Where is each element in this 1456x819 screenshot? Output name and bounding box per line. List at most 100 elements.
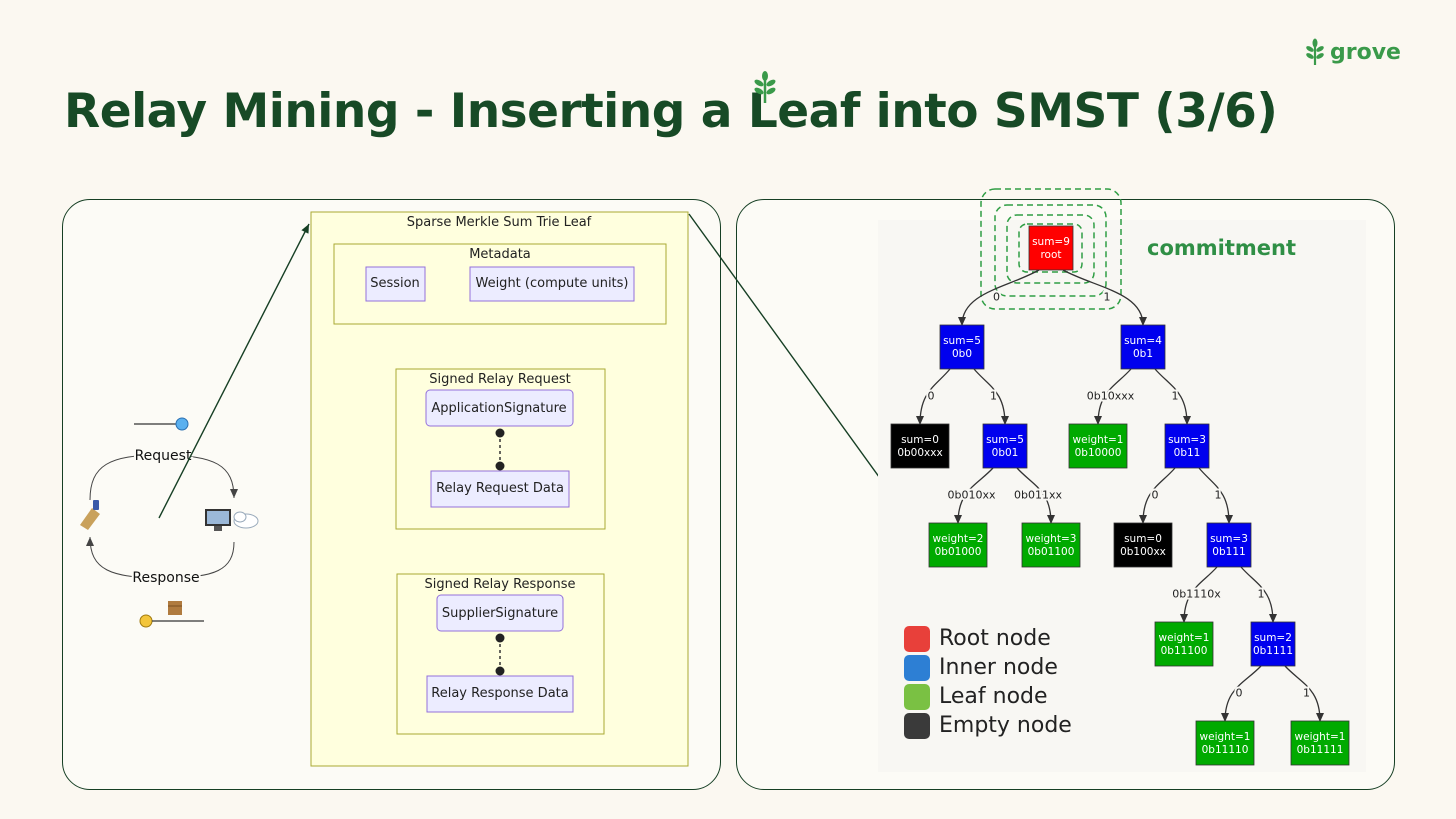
application-signature-label: ApplicationSignature [431, 401, 566, 416]
tree-node-box [1028, 225, 1074, 271]
tree-node-label: 0b0 [952, 348, 972, 360]
tree-node-label: 0b11111 [1297, 744, 1344, 756]
tree-node-label: 0b11100 [1161, 645, 1208, 657]
legend-root: Root node [904, 624, 1072, 653]
legend-root-label: Root node [939, 626, 1051, 651]
tree-edge-label: 0 [928, 390, 935, 403]
computer-icon [205, 509, 231, 531]
tree-edge [1154, 368, 1191, 425]
tree-edge [973, 368, 1009, 425]
tree-edge-label: 1 [1215, 489, 1222, 502]
tree-edge [1016, 467, 1055, 524]
tree-node-label: weight=1 [1073, 434, 1124, 446]
session-node [365, 266, 426, 302]
tree-node-label: 0b11 [1174, 447, 1201, 459]
legend-inner-swatch [904, 654, 930, 681]
tree-background [878, 220, 1366, 772]
tree-node-label: 0b111 [1212, 546, 1245, 558]
relay-request-data-label: Relay Request Data [436, 481, 564, 496]
tree-node-label: sum=3 [1210, 533, 1248, 545]
tree-node-label: sum=2 [1254, 632, 1292, 644]
legend-leaf: Leaf node [904, 682, 1072, 711]
tree-node-label: sum=5 [943, 335, 981, 347]
smst-leaf-title: Sparse Merkle Sum Trie Leaf [407, 215, 592, 230]
tree-node-box [1206, 522, 1252, 568]
session-label: Session [370, 276, 420, 291]
tree-edge-label: 1 [1258, 588, 1265, 601]
tree-node-label: 0b10000 [1075, 447, 1122, 459]
tree-node-box [1290, 720, 1350, 766]
tree-node-box [1021, 522, 1081, 568]
tree-edge-label: 1 [990, 390, 997, 403]
tree-edge-label: 1 [1172, 390, 1179, 403]
grove-logo-icon [1306, 38, 1324, 65]
tree-node-label: 0b1111 [1253, 645, 1293, 657]
legend-leaf-label: Leaf node [939, 684, 1048, 709]
supplier-signature-node [436, 594, 564, 632]
weight-label: Weight (compute units) [475, 276, 628, 291]
tree-edge [1094, 368, 1132, 425]
tree-node-label: sum=0 [901, 434, 939, 446]
tree-node-label: 0b100xx [1120, 546, 1166, 558]
tree-node-label: 0b01000 [935, 546, 982, 558]
tree-edge-label: 0b10xxx [1087, 390, 1135, 403]
tree-node-label: weight=1 [1200, 731, 1251, 743]
cloud-icon [233, 511, 259, 529]
tree-edge-label: 1 [1303, 687, 1310, 700]
supplier-signature-label: SupplierSignature [442, 606, 558, 621]
response-label: Response [132, 570, 199, 586]
tree-node-label: weight=1 [1159, 632, 1210, 644]
tree-edge [954, 467, 994, 524]
tree-node-box [1113, 522, 1173, 568]
legend-empty-label: Empty node [939, 713, 1072, 738]
tree-edge [1240, 566, 1277, 623]
tree-node-label: 0b11110 [1202, 744, 1249, 756]
relay-request-data-node [430, 470, 570, 508]
user-emoji-icon [175, 417, 189, 431]
tree-node-label: weight=2 [933, 533, 984, 545]
tree-edge [1198, 467, 1233, 524]
tree-edge [1284, 665, 1324, 722]
grove-logo: grove [1304, 38, 1401, 66]
tree-node-box [1120, 324, 1166, 370]
request-label: Request [135, 448, 192, 464]
tree-edge-label: 0 [993, 291, 1000, 304]
tree-node-label: sum=0 [1124, 533, 1162, 545]
tree-node-label: 0b01100 [1028, 546, 1075, 558]
tree-node-box [1068, 423, 1128, 469]
legend-inner: Inner node [904, 653, 1072, 682]
application-signature-node [425, 389, 574, 427]
legend-empty: Empty node [904, 711, 1072, 740]
smile-emoji-icon [139, 614, 153, 628]
tree-legend: Root node Inner node Leaf node Empty nod… [904, 624, 1072, 740]
tree-node-label: weight=3 [1026, 533, 1077, 545]
tree-edge [958, 269, 1040, 326]
legend-inner-label: Inner node [939, 655, 1058, 680]
weight-node [469, 266, 635, 302]
tree-node-box [939, 324, 985, 370]
legend-empty-swatch [904, 712, 930, 739]
tree-node-box [1250, 621, 1296, 667]
tree-edge [1221, 665, 1262, 722]
tree-node-box [928, 522, 988, 568]
tree-node-label: 0b1 [1133, 348, 1153, 360]
tree-node-box [1195, 720, 1255, 766]
tree-edge-label: 0b011xx [1014, 489, 1062, 502]
relay-response-data-node [426, 675, 574, 713]
tree-node-label: 0b01 [992, 447, 1019, 459]
tree-edge-label: 0b1110x [1172, 588, 1221, 601]
grove-logo-text: grove [1330, 39, 1401, 65]
tree-node-box [1154, 621, 1214, 667]
